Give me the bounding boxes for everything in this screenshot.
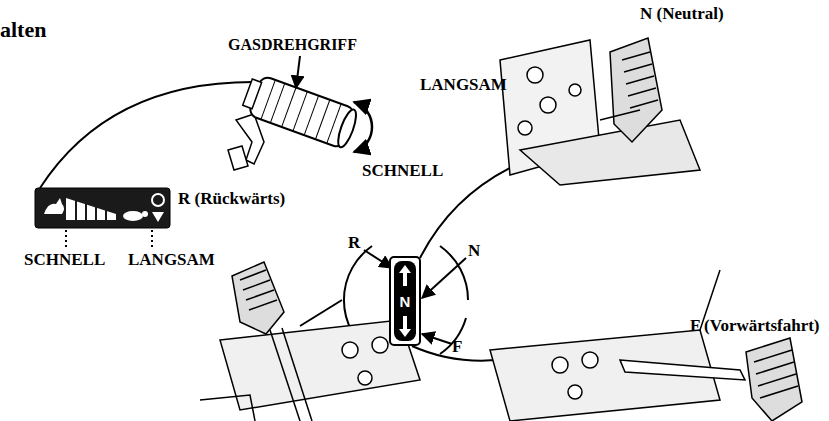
gear-letter: N	[391, 294, 419, 309]
part-label: N	[468, 242, 480, 261]
heading: alten	[0, 18, 46, 42]
throttle-grip	[228, 72, 360, 170]
part-label: N (Neutral)	[640, 5, 724, 24]
part-label: LANGSAM	[128, 251, 215, 270]
part-label: LANGSAM	[420, 76, 507, 95]
part-label: R (Rückwärts)	[178, 190, 285, 209]
part-label: F (Vorwärtsfahrt)	[690, 317, 820, 336]
part-label: F	[452, 338, 462, 357]
part-label: R	[348, 234, 360, 253]
part-label: SCHNELL	[24, 251, 105, 270]
shift-indicator: N	[389, 256, 421, 346]
part-label: SCHNELL	[362, 162, 443, 181]
part-label: GASDREHGRIFF	[228, 36, 357, 54]
speed-scale	[35, 188, 170, 228]
lever-forward	[490, 270, 802, 421]
lever-neutral	[500, 38, 700, 185]
lever-reverse	[200, 262, 420, 421]
